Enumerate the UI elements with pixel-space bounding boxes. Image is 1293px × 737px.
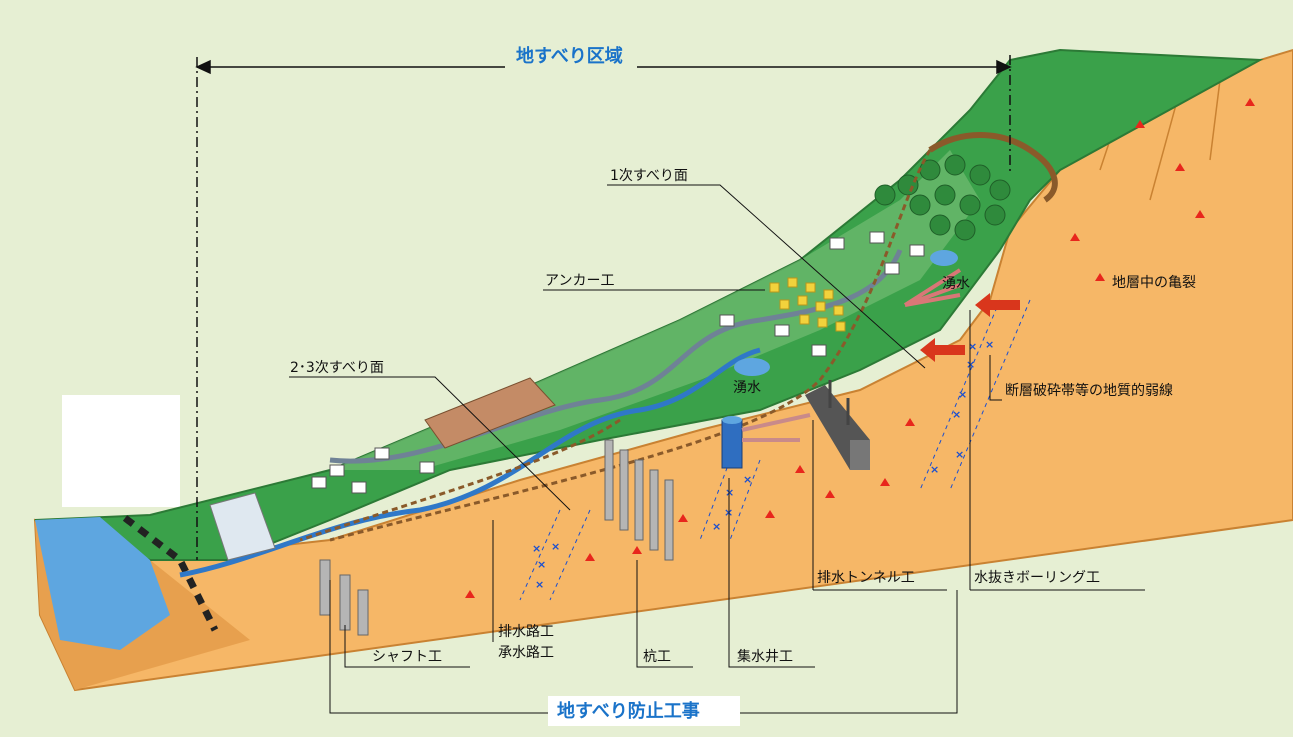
svg-text:×: ×	[952, 408, 961, 421]
slope-light	[330, 150, 980, 470]
svg-text:×: ×	[537, 558, 546, 571]
crack-markers	[465, 98, 1255, 598]
label-fault: 断層破砕帯等の地質的弱線	[1005, 382, 1173, 399]
svg-text:×: ×	[725, 486, 734, 499]
label-spring-lower: 湧水	[733, 380, 761, 396]
label-primary-slip: 1次すべり面	[610, 168, 688, 184]
svg-text:×: ×	[958, 388, 967, 401]
works-title: 地すべり防止工事	[557, 700, 700, 722]
fault-lines	[519, 299, 1031, 601]
zone-title: 地すべり区域	[516, 45, 623, 67]
label-drain2: 承水路工	[498, 645, 554, 661]
houses	[311, 231, 925, 494]
svg-text:×: ×	[532, 542, 541, 555]
works-title-bg	[548, 696, 740, 726]
svg-text:×: ×	[930, 463, 939, 476]
svg-text:×: ×	[955, 448, 964, 461]
drainage-tunnel	[805, 380, 870, 470]
leader-lines	[289, 184, 1145, 714]
label-boring: 水抜きボーリング工	[974, 570, 1100, 586]
river	[35, 517, 170, 650]
svg-text:×: ×	[551, 540, 560, 553]
label-well: 集水井工	[737, 648, 793, 665]
zone-title-bg	[505, 44, 637, 70]
groundwater-arrows	[920, 293, 1020, 362]
label-spring-upper: 湧水	[942, 276, 970, 292]
scarp	[928, 132, 1058, 203]
svg-text:×: ×	[535, 578, 544, 591]
collecting-well	[721, 413, 811, 469]
label-drain1: 排水路工	[498, 624, 554, 640]
svg-text:×: ×	[968, 340, 977, 353]
field-mid	[424, 377, 556, 449]
svg-text:×: ×	[743, 473, 752, 486]
svg-text:×: ×	[985, 338, 994, 351]
field-lower	[209, 492, 276, 561]
pond-lower	[734, 358, 770, 376]
spring-borings	[903, 268, 962, 307]
label-secondary-slip: 2･3次すべり面	[290, 360, 384, 376]
piles	[604, 439, 674, 561]
anchor-grid	[769, 277, 846, 332]
label-anchor: アンカー工	[545, 273, 614, 289]
label-crack: 地層中の亀裂	[1112, 275, 1196, 291]
pond-upper	[930, 250, 958, 266]
road	[122, 515, 219, 632]
svg-text:×: ×	[712, 520, 721, 533]
label-pile: 杭工	[643, 649, 671, 665]
forest	[874, 154, 1011, 241]
slip-secondary	[299, 418, 621, 542]
label-tunnel: 排水トンネル工	[817, 570, 915, 586]
svg-text:×: ×	[966, 358, 975, 371]
label-shaft: シャフト工	[372, 649, 442, 665]
blank-patch	[62, 395, 180, 507]
